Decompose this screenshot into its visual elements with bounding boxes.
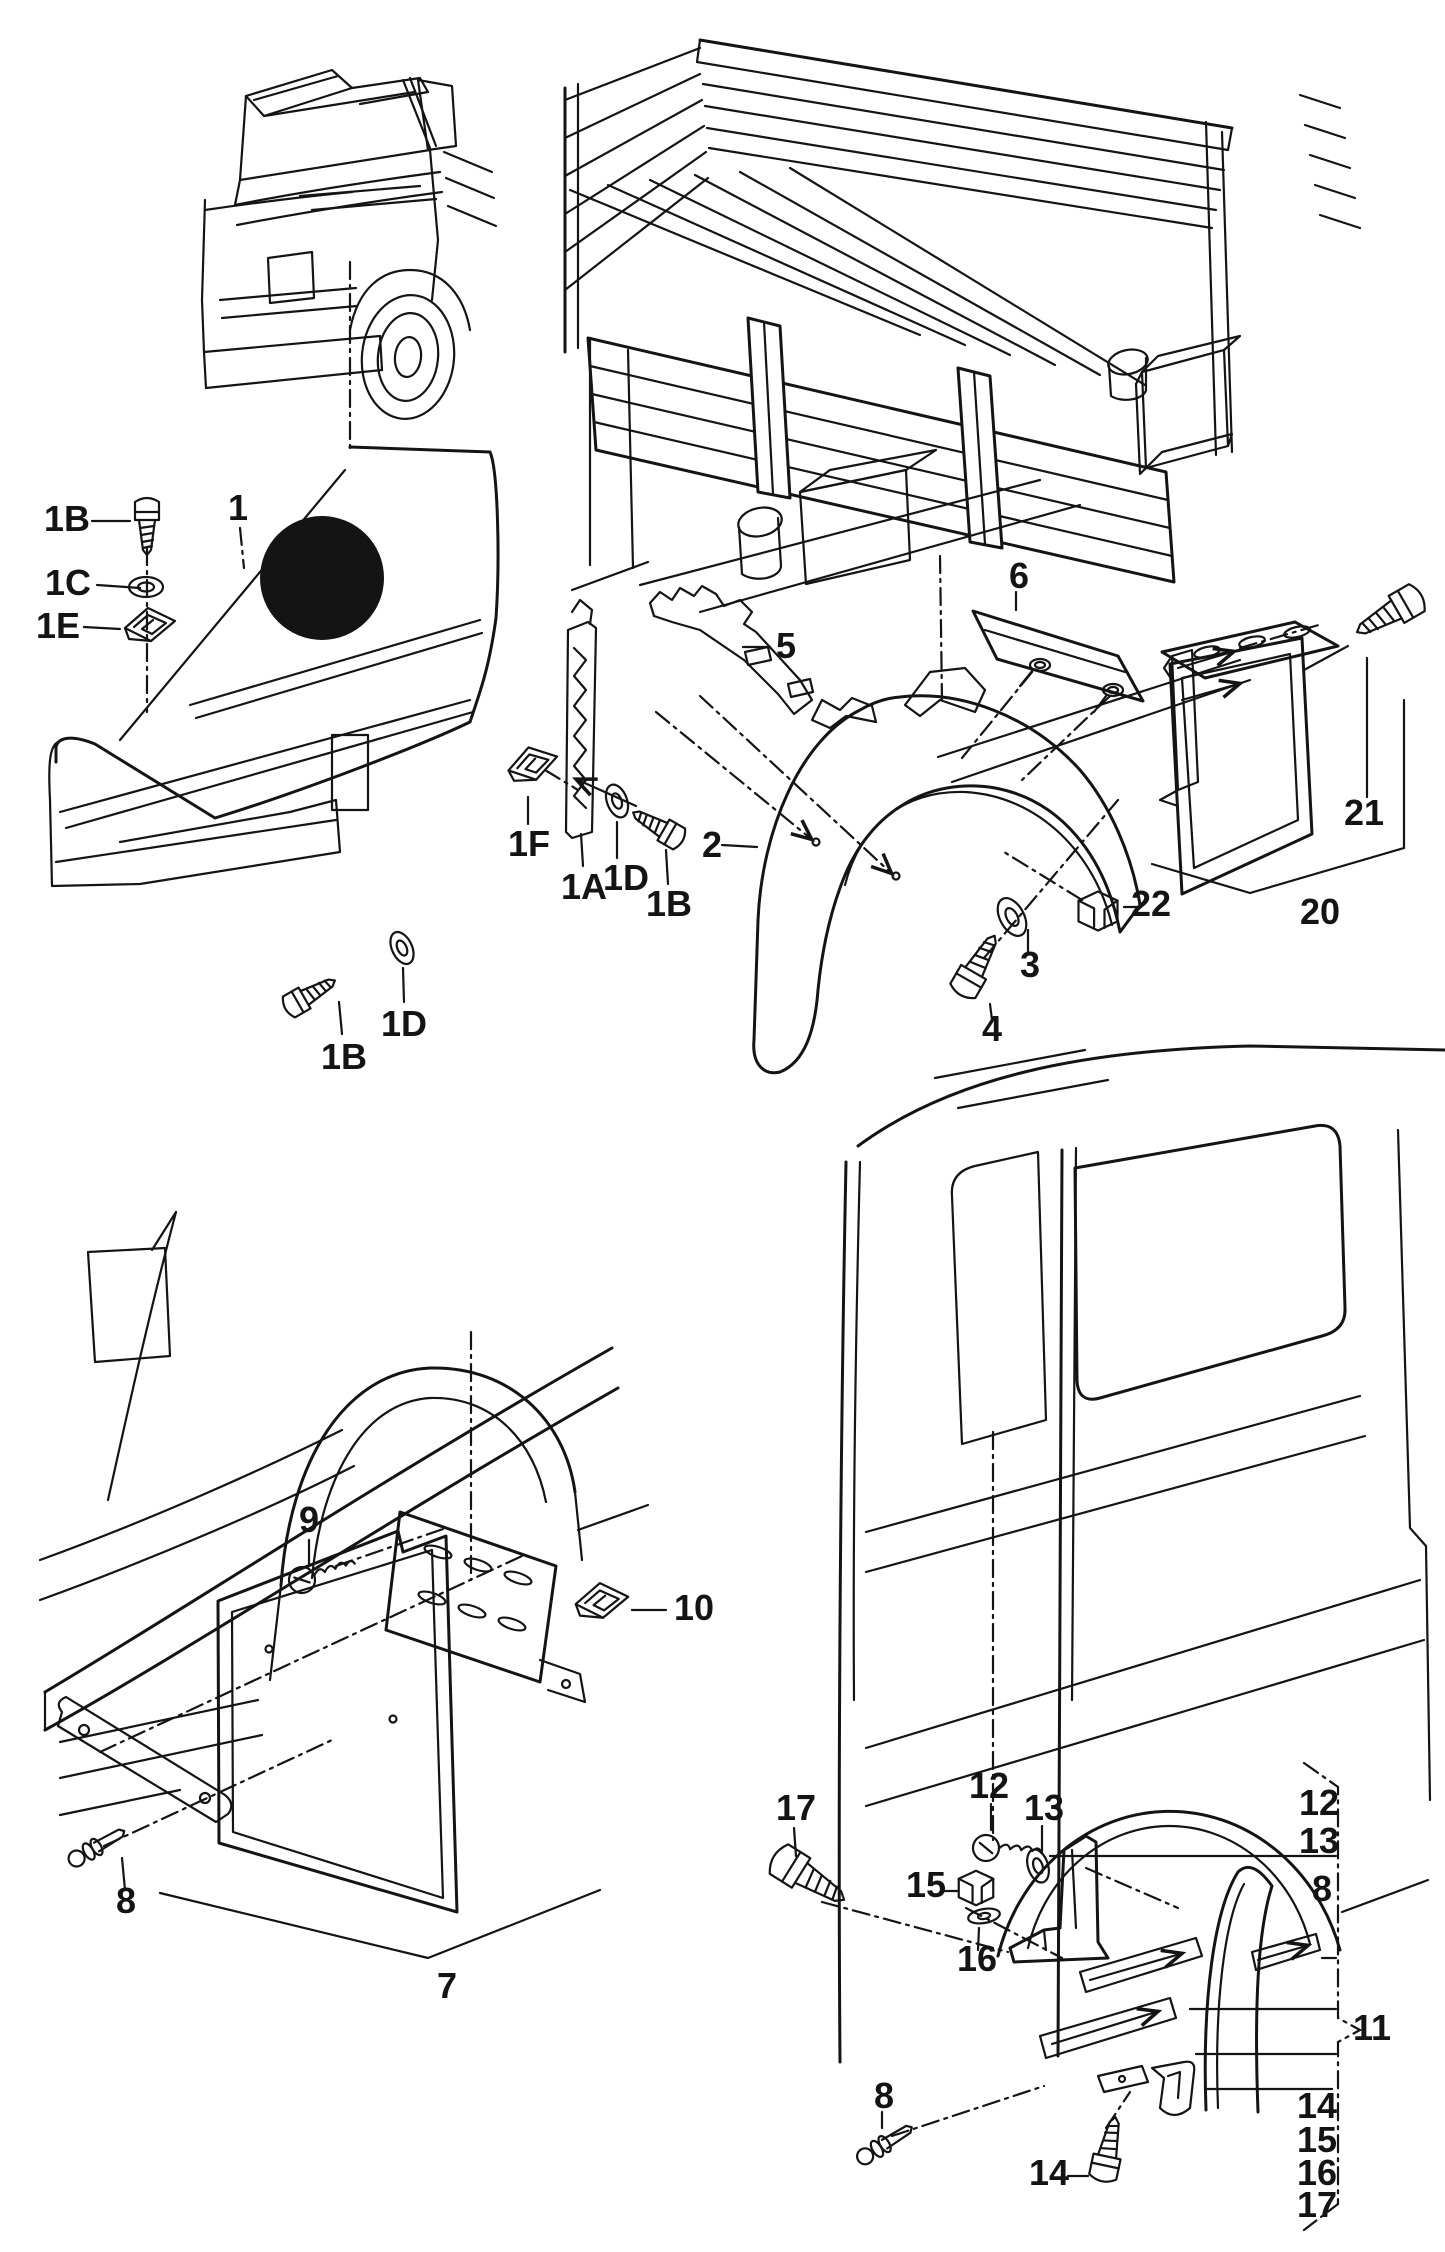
bolt-1b-bottom xyxy=(278,969,342,1021)
callout-1: 1 xyxy=(228,487,248,528)
callout-1b-bottom: 1B xyxy=(321,1036,367,1077)
callout-21: 21 xyxy=(1344,792,1384,833)
callout-1f: 1F xyxy=(508,823,550,864)
mudflap-7-group xyxy=(58,1512,630,1958)
nut-15 xyxy=(957,1869,995,1907)
callout-2: 2 xyxy=(702,824,722,865)
callout-9: 9 xyxy=(299,1499,319,1540)
stud-8-mid xyxy=(852,2118,918,2170)
callout-labels: 1B1C1E1561F1A1D1B2223421201B1D9108717121… xyxy=(36,487,1391,2225)
front-fender-part-1 xyxy=(49,447,690,1021)
callout-1e: 1E xyxy=(36,605,80,646)
callout-1c: 1C xyxy=(45,562,91,603)
callout-8-col: 8 xyxy=(1312,1868,1332,1909)
screw-12 xyxy=(969,1831,1044,1872)
van-front-sketch xyxy=(40,1212,648,1815)
callout-1a: 1A xyxy=(561,866,607,907)
washer-16 xyxy=(967,1906,1001,1925)
callout-16-part: 16 xyxy=(957,1938,997,1979)
callout-17-part: 17 xyxy=(776,1787,816,1828)
callout-15-part: 15 xyxy=(906,1864,946,1905)
callout-8-mid: 8 xyxy=(874,2075,894,2116)
callout-20: 20 xyxy=(1300,891,1340,932)
flatbed-sketch xyxy=(565,40,1360,612)
stud-8-left xyxy=(64,1822,130,1872)
callout-12-part: 12 xyxy=(969,1765,1009,1806)
clipnut-1e xyxy=(123,606,177,643)
washer-3 xyxy=(990,892,1034,942)
callout-16-col: 16 xyxy=(1297,2152,1337,2193)
callout-1d-bottom: 1D xyxy=(381,1003,427,1044)
callout-7: 7 xyxy=(437,1965,457,2006)
callout-3: 3 xyxy=(1020,944,1040,985)
callout-5: 5 xyxy=(776,625,796,666)
callout-13-part: 13 xyxy=(1024,1787,1064,1828)
clipnut-10 xyxy=(574,1581,630,1619)
clipnut-1f xyxy=(504,742,561,785)
callout-22: 22 xyxy=(1131,883,1171,924)
washer-1d-bottom xyxy=(384,927,420,969)
leader-lines xyxy=(84,521,1141,2176)
nut-22 xyxy=(1077,890,1119,932)
washer-13 xyxy=(1022,1845,1054,1887)
cab-sketch xyxy=(202,70,496,450)
callout-14-part: 14 xyxy=(1029,2152,1069,2193)
callout-14-col: 14 xyxy=(1297,2085,1337,2126)
callout-1b-top: 1B xyxy=(44,498,90,539)
callout-4: 4 xyxy=(982,1008,1002,1049)
bolt-1b-mid xyxy=(626,801,690,853)
bolt-1b-top xyxy=(133,496,161,557)
callout-12-col: 12 xyxy=(1299,1782,1339,1823)
callout-6: 6 xyxy=(1009,555,1029,596)
bolt-top-right xyxy=(1347,580,1431,648)
callout-15-col: 15 xyxy=(1297,2119,1337,2160)
callout-8-left: 8 xyxy=(116,1880,136,1921)
van-side-sketch xyxy=(839,1046,1445,2062)
callout-17-col: 17 xyxy=(1297,2184,1337,2225)
callout-10: 10 xyxy=(674,1587,714,1628)
mudflap-11-group xyxy=(763,1763,1360,2230)
wheelhousing-liner-group xyxy=(650,556,1431,1073)
blackout-circle-marker xyxy=(260,516,384,640)
callout-1b-mid: 1B xyxy=(646,883,692,924)
callout-13-col: 13 xyxy=(1299,1820,1339,1861)
callout-11: 11 xyxy=(1353,2007,1391,2048)
washer-1d-mid xyxy=(600,780,634,822)
callout-1d-mid: 1D xyxy=(603,857,649,898)
